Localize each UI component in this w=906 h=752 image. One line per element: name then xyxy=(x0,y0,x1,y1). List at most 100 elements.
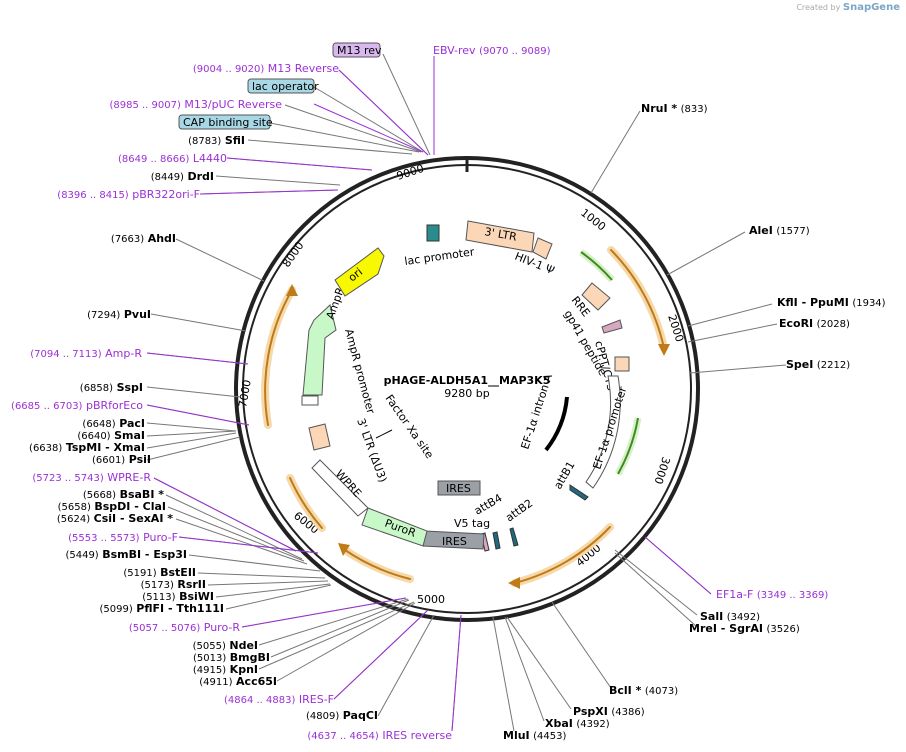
site-label-37[interactable]: BclI * (4073) xyxy=(609,684,678,697)
site-label-31[interactable]: (4864 .. 4883) IRES-F xyxy=(224,693,334,706)
site-position: (8783) xyxy=(188,136,221,147)
site-label-28[interactable]: (5013) BmgBI xyxy=(193,651,270,664)
site-label-45[interactable]: NruI * (833) xyxy=(641,102,708,115)
feature-attb1[interactable] xyxy=(569,484,589,501)
feature-3ltr-du3[interactable] xyxy=(308,423,331,451)
site-label-24[interactable]: (5113) BsiWI xyxy=(142,590,214,603)
feature-ori[interactable] xyxy=(334,247,385,297)
site-label-33[interactable]: (4637 .. 4654) IRES reverse xyxy=(307,729,452,742)
feature-ef1a-promoter[interactable] xyxy=(585,375,621,489)
site-label-26[interactable]: (5057 .. 5076) Puro-R xyxy=(129,621,241,634)
site-position: (5057 .. 5076) xyxy=(129,623,201,634)
site-label-16[interactable]: (5723 .. 5743) WPRE-R xyxy=(32,471,151,484)
site-label-30[interactable]: (4911) Acc65I xyxy=(199,675,277,688)
site-position: (5553 .. 5573) xyxy=(68,533,140,544)
site-position: (4392) xyxy=(576,719,609,730)
feature-hiv-psi[interactable] xyxy=(532,237,553,260)
site-label-4[interactable]: (8649 .. 8666) L4440 xyxy=(118,152,227,165)
feature-label-ampr-promoter: AmpR promoter xyxy=(342,327,377,415)
feature-ampr-promoter[interactable] xyxy=(301,395,319,406)
site-position: (7294) xyxy=(87,310,120,321)
site-label-13[interactable]: (6640) SmaI xyxy=(77,429,145,442)
site-label-41[interactable]: SpeI (2212) xyxy=(786,358,850,371)
site-label-14[interactable]: (6638) TspMI - XmaI xyxy=(29,441,145,454)
site-label-39[interactable]: SalI (3492) xyxy=(700,610,760,623)
site-label-5[interactable]: (8449) DrdI xyxy=(151,170,214,183)
feature-attb4[interactable] xyxy=(492,531,501,550)
site-position: (3349 .. 3369) xyxy=(757,590,829,601)
site-position: (6601) xyxy=(92,455,125,466)
feature-ires-inner[interactable] xyxy=(437,480,481,496)
site-label-17[interactable]: (5668) BsaBI * xyxy=(83,488,164,501)
site-label-32[interactable]: (4809) PaqCI xyxy=(306,709,378,722)
site-label-7[interactable]: (7663) AhdI xyxy=(111,232,176,245)
site-label-36[interactable]: PspXI (4386) xyxy=(573,705,645,718)
feature-rre[interactable] xyxy=(581,282,611,311)
site-label-9[interactable]: (7094 .. 7113) Amp-R xyxy=(30,347,142,360)
site-position: (5173) xyxy=(141,580,174,591)
site-name: KpnI xyxy=(230,663,258,676)
site-label-8[interactable]: (7294) PvuI xyxy=(87,308,151,321)
site-position: (5099) xyxy=(100,604,133,615)
site-position: (4864 .. 4883) xyxy=(224,695,296,706)
site-position: (4637 .. 4654) xyxy=(307,731,379,742)
site-label-21[interactable]: (5449) BsmBI - Esp3I xyxy=(65,548,187,561)
feature-attb2[interactable] xyxy=(509,527,519,547)
site-name: WPRE-R xyxy=(107,471,151,484)
site-label-18[interactable]: (5658) BspDI - ClaI xyxy=(58,500,166,513)
feature-3ltr[interactable] xyxy=(465,220,535,253)
box-cap[interactable] xyxy=(178,114,271,130)
site-label-6[interactable]: (8396 .. 8415) pBR322ori-F xyxy=(57,188,200,201)
site-name: MluI xyxy=(503,729,530,742)
site-label-0[interactable]: EBV-rev (9070 .. 9089) xyxy=(433,44,551,57)
site-label-22[interactable]: (5191) BstEII xyxy=(123,566,196,579)
site-label-42[interactable]: EcoRI (2028) xyxy=(779,317,850,330)
feature-gp41[interactable] xyxy=(601,319,623,334)
site-name: PvuI xyxy=(124,308,151,321)
site-label-27[interactable]: (5055) NdeI xyxy=(193,639,258,652)
site-label-11[interactable]: (6685 .. 6703) pBRforEco xyxy=(11,399,143,412)
site-label-38[interactable]: MreI - SgrAI (3526) xyxy=(689,622,800,635)
orf-arrowhead-3 xyxy=(338,543,350,556)
feature-lac-promoter[interactable] xyxy=(426,224,440,242)
site-label-44[interactable]: AleI (1577) xyxy=(749,224,810,237)
site-label-19[interactable]: (5624) CsiI - SexAI * xyxy=(57,512,173,525)
orf-arc-4-line xyxy=(289,477,323,529)
feature-cppt-box[interactable] xyxy=(614,356,630,372)
site-label-25[interactable]: (5099) PflFI - Tth111I xyxy=(100,602,224,615)
site-position: (6638) xyxy=(29,443,62,454)
tick-9000: 9000 xyxy=(395,162,426,183)
site-label-35[interactable]: XbaI (4392) xyxy=(545,717,610,730)
site-position: (1934) xyxy=(852,298,885,309)
site-name: BmgBI xyxy=(230,651,270,664)
feature-intron[interactable] xyxy=(544,396,569,452)
site-label-1[interactable]: (9004 .. 9020) M13 Reverse xyxy=(193,62,339,75)
site-position: (6648) xyxy=(82,419,115,430)
feature-wpre[interactable] xyxy=(311,459,369,517)
orf-arc-3-line xyxy=(344,549,411,580)
feature-puror[interactable] xyxy=(361,507,428,547)
site-label-40[interactable]: EF1a-F (3349 .. 3369) xyxy=(716,588,828,601)
site-label-20[interactable]: (5553 .. 5573) Puro-F xyxy=(68,531,178,544)
plasmid-length: 9280 bp xyxy=(444,387,489,400)
site-label-10[interactable]: (6858) SspI xyxy=(80,381,143,394)
site-position: (4386) xyxy=(611,707,644,718)
site-label-3[interactable]: (8783) SfiI xyxy=(188,134,245,147)
box-lac-operator[interactable] xyxy=(247,78,315,94)
tick-5000: 5000 xyxy=(417,593,445,606)
site-position: (5113) xyxy=(142,592,175,603)
site-label-29[interactable]: (4915) KpnI xyxy=(193,663,258,676)
site-name: SalI xyxy=(700,610,723,623)
orf-arc-2-line xyxy=(514,526,611,584)
box-m13rev[interactable] xyxy=(332,42,381,58)
site-label-23[interactable]: (5173) RsrII xyxy=(141,578,206,591)
feature-ampr[interactable] xyxy=(302,304,337,396)
site-label-12[interactable]: (6648) PacI xyxy=(82,417,145,430)
site-name: SspI xyxy=(117,381,143,394)
site-label-2[interactable]: (8985 .. 9007) M13/pUC Reverse xyxy=(109,98,282,111)
site-label-15[interactable]: (6601) PsiI xyxy=(92,453,151,466)
site-label-34[interactable]: MluI (4453) xyxy=(503,729,566,742)
site-name: DrdI xyxy=(187,170,214,183)
site-name: XbaI xyxy=(545,717,573,730)
site-label-43[interactable]: KflI - PpuMI (1934) xyxy=(777,296,886,309)
